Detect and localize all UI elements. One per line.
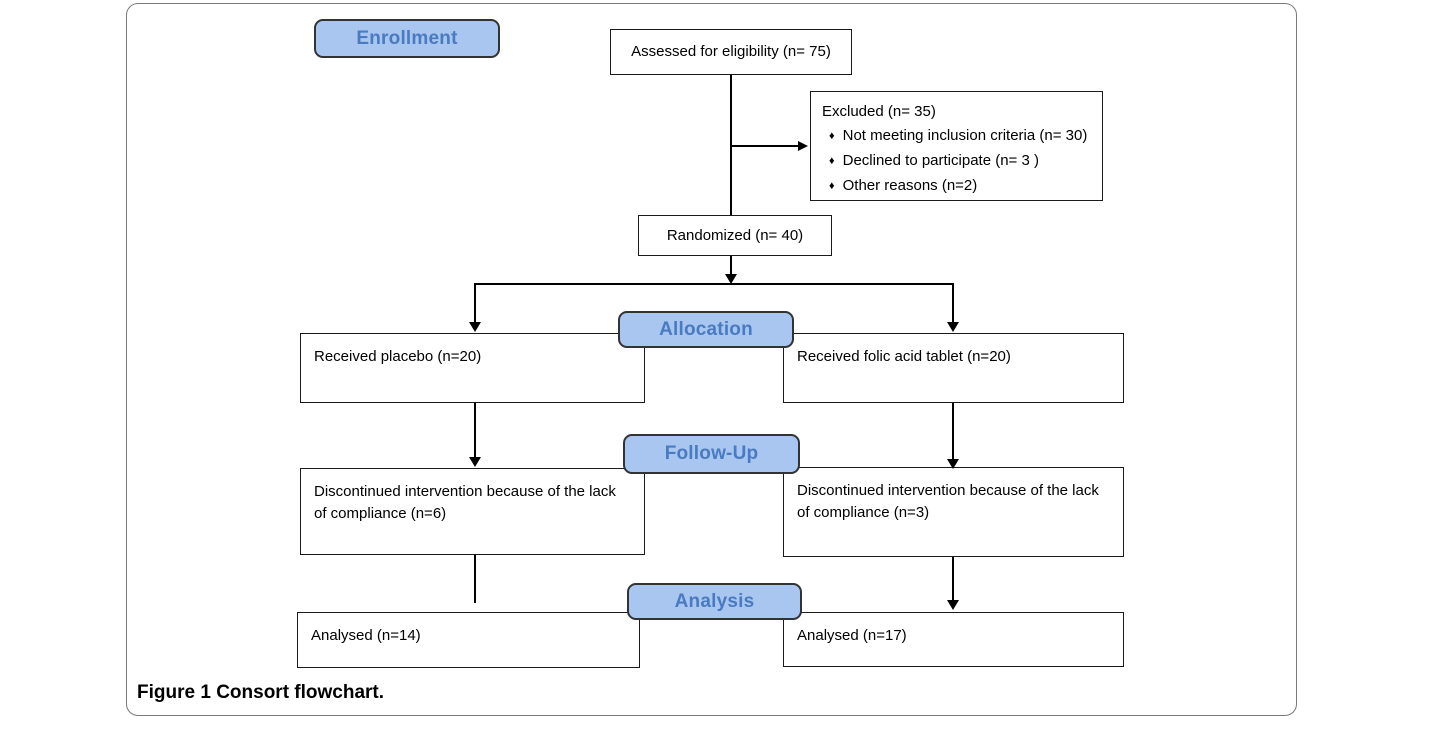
arrowhead-received-folic — [947, 322, 959, 332]
node-analysed-folic: Analysed (n=17) — [783, 612, 1124, 667]
flow-line-branch-right — [952, 283, 954, 322]
arrowhead-discontinued-left — [469, 457, 481, 467]
arrowhead-excluded — [798, 141, 808, 151]
excluded-content: Excluded (n= 35) ♦ Not meeting inclusion… — [811, 92, 1102, 199]
arrowhead-analysed-right — [947, 600, 959, 610]
excluded-reason-text: Declined to participate (n= 3 ) — [842, 152, 1039, 169]
node-assessed-for-eligibility: Assessed for eligibility (n= 75) — [610, 29, 852, 75]
flow-line-randomized-down — [730, 256, 732, 274]
flow-line-left-to-discontinued — [474, 403, 476, 457]
node-discontinued-folic: Discontinued intervention because of the… — [783, 467, 1124, 557]
excluded-reason-text: Other reasons (n=2) — [842, 177, 978, 194]
excluded-reason-list: ♦ Not meeting inclusion criteria (n= 30)… — [822, 124, 1091, 199]
excluded-reason-item: ♦ Other reasons (n=2) — [822, 174, 1091, 199]
stage-label-allocation: Allocation — [618, 311, 794, 348]
diamond-bullet-icon: ♦ — [829, 130, 835, 142]
figure-caption-text: Consort flowchart. — [216, 682, 385, 703]
flow-line-right-to-discontinued — [952, 403, 954, 459]
node-received-placebo: Received placebo (n=20) — [300, 333, 645, 403]
flow-line-left-to-analysed — [474, 555, 476, 603]
flow-line-right-to-analysed — [952, 557, 954, 600]
excluded-reason-text: Not meeting inclusion criteria (n= 30) — [842, 127, 1088, 144]
figure-caption: Figure 1 Consort flowchart. — [137, 682, 384, 704]
stage-label-analysis: Analysis — [627, 583, 802, 620]
diamond-bullet-icon: ♦ — [829, 180, 835, 192]
flow-line-branch-left — [474, 283, 476, 322]
flow-line-to-excluded — [731, 145, 798, 147]
node-analysed-placebo: Analysed (n=14) — [297, 612, 640, 668]
excluded-reason-item: ♦ Not meeting inclusion criteria (n= 30) — [822, 124, 1091, 149]
flow-branch-line — [474, 283, 954, 285]
arrowhead-discontinued-right — [947, 459, 959, 469]
node-discontinued-placebo: Discontinued intervention because of the… — [300, 468, 645, 555]
node-received-folic-acid: Received folic acid tablet (n=20) — [783, 333, 1124, 403]
figure-caption-label: Figure 1 — [137, 682, 211, 703]
node-excluded: Excluded (n= 35) ♦ Not meeting inclusion… — [810, 91, 1103, 201]
node-randomized: Randomized (n= 40) — [638, 215, 832, 256]
arrowhead-branch — [725, 274, 737, 284]
arrowhead-received-placebo — [469, 322, 481, 332]
diamond-bullet-icon: ♦ — [829, 155, 835, 167]
stage-label-follow-up: Follow-Up — [623, 434, 800, 474]
excluded-reason-item: ♦ Declined to participate (n= 3 ) — [822, 149, 1091, 174]
excluded-title: Excluded (n= 35) — [822, 103, 936, 120]
stage-label-enrollment: Enrollment — [314, 19, 500, 58]
